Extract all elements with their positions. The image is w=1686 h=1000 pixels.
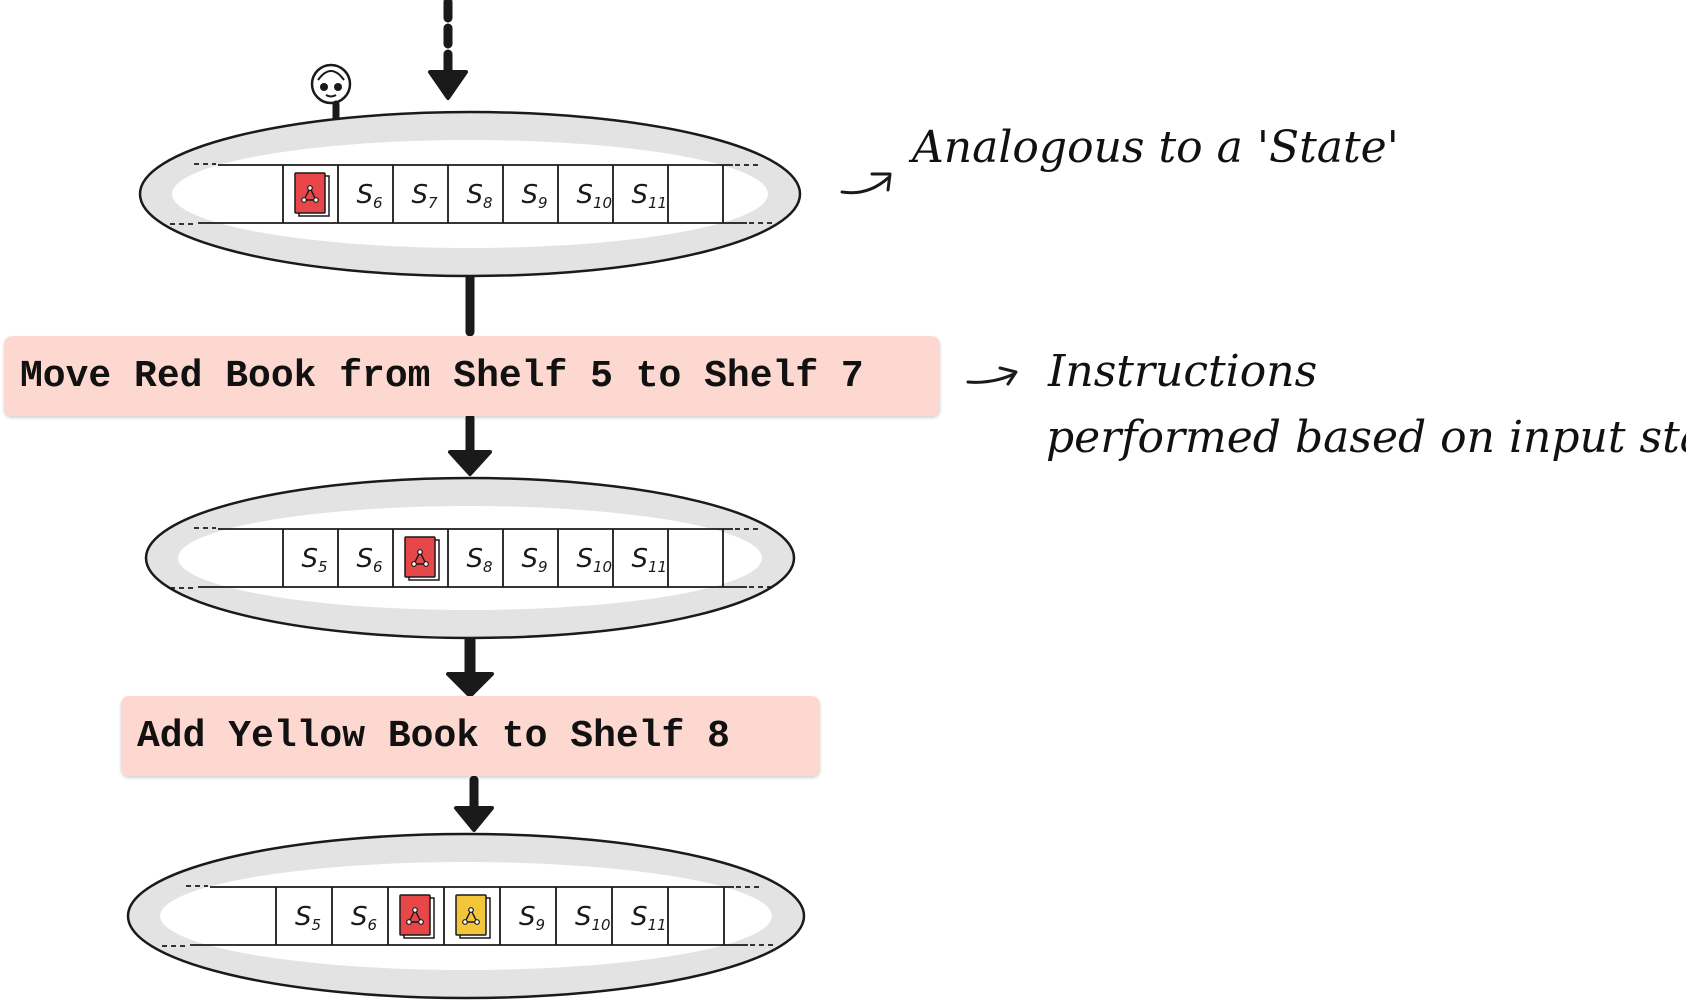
instruction-text-2: Add Yellow Book to Shelf 8 xyxy=(137,714,730,758)
instructions-annotation-line2: performed based on input state xyxy=(1046,412,1686,463)
state-annotation-arrow xyxy=(840,176,890,195)
red-book-icon xyxy=(404,536,440,581)
tape-ring-hole xyxy=(178,506,762,610)
instruction-box-1: Move Red Book from Shelf 5 to Shelf 7 xyxy=(4,336,940,416)
red-book-icon xyxy=(399,894,435,939)
shelf-label: S11 xyxy=(631,902,667,934)
yellow-book-icon xyxy=(455,894,491,939)
instruction-box-2: Add Yellow Book to Shelf 8 xyxy=(121,696,820,776)
tape-ring-hole xyxy=(172,140,768,248)
shelf-label: S5 xyxy=(302,544,328,576)
connector-2-head xyxy=(448,450,492,476)
red-book-icon xyxy=(294,172,330,217)
instruction-text-1: Move Red Book from Shelf 5 to Shelf 7 xyxy=(20,354,864,398)
state-annotation: Analogous to a 'State' xyxy=(912,122,1399,173)
instructions-annotation-arrow xyxy=(966,372,1016,384)
state-annotation-arrowhead xyxy=(870,172,892,192)
instructions-annotation-arrowhead xyxy=(998,366,1018,386)
connector-4-head xyxy=(454,806,494,832)
connector-3-head xyxy=(446,672,494,698)
instructions-annotation-line1: Instructions xyxy=(1048,346,1318,397)
robot-head-icon xyxy=(310,63,352,105)
input-arrow-head xyxy=(428,70,468,100)
